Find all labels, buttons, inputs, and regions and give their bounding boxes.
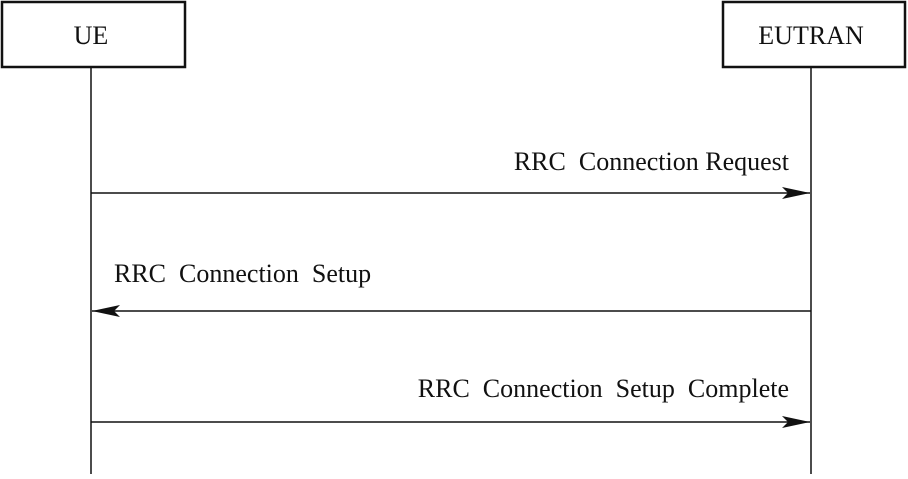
message-rrc-connection-setup: RRC Connection Setup: [92, 259, 811, 317]
message-label: RRC Connection Setup Complete: [418, 374, 789, 403]
actor-eutran: EUTRAN: [721, 0, 907, 69]
actor-ue: UE: [0, 0, 187, 69]
message-label: RRC Connection Setup: [114, 259, 371, 288]
actor-eutran-box: [721, 0, 907, 69]
actor-ue-box: [0, 0, 187, 69]
message-label: RRC Connection Request: [514, 147, 790, 176]
actor-eutran-label: EUTRAN: [758, 21, 864, 50]
actor-ue-label: UE: [74, 21, 109, 50]
message-rrc-connection-request: RRC Connection Request: [91, 147, 810, 199]
message-rrc-connection-setup-complete: RRC Connection Setup Complete: [91, 374, 810, 428]
